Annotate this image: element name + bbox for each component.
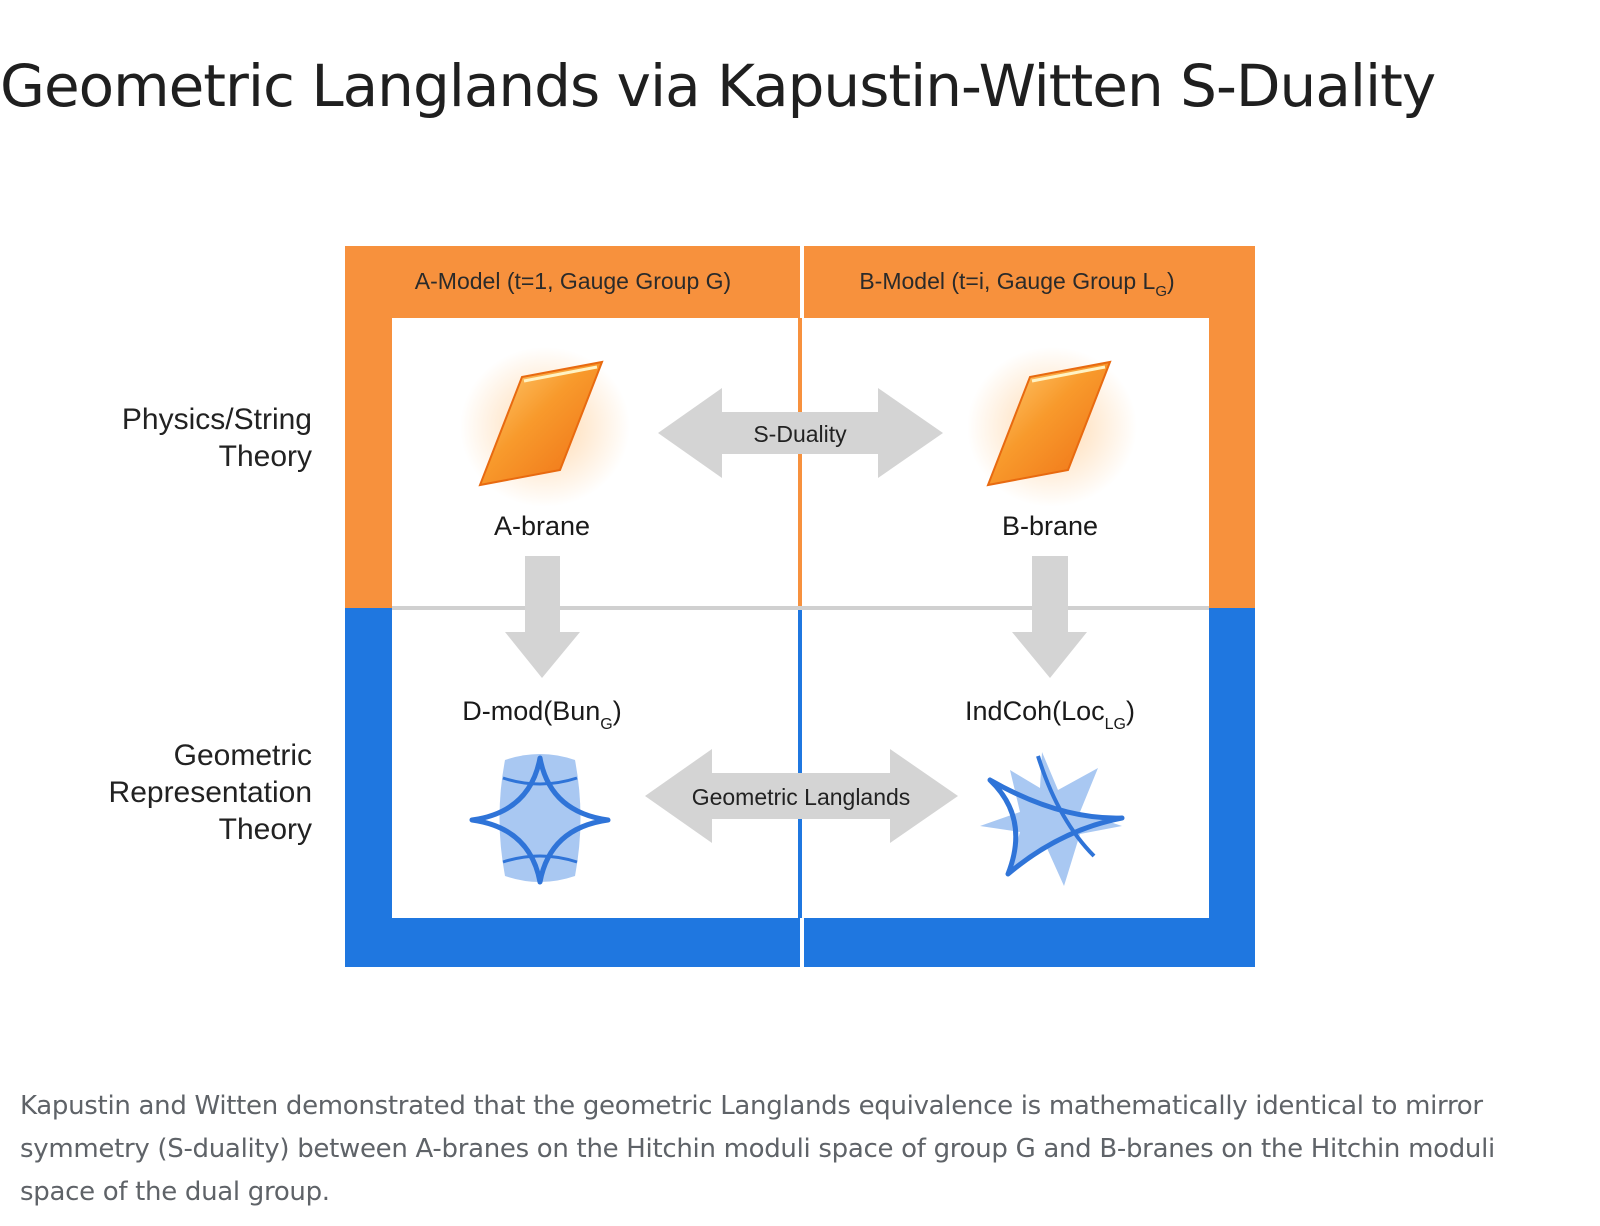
indcoh-label-prefix: IndCoh(Loc	[965, 696, 1105, 726]
panel-b-bottom	[802, 608, 1209, 918]
page-title: Geometric Langlands via Kapustin-Witten …	[0, 52, 1436, 120]
dmod-label-prefix: D-mod(Bun	[462, 696, 600, 726]
indcoh-label-sub: LG	[1105, 716, 1126, 733]
b-brane-label: B-brane	[1002, 511, 1098, 541]
dmod-label-sub: G	[600, 716, 612, 733]
dmod-label-suffix: )	[613, 696, 622, 726]
row-label-geometric: Geometric Representation Theory	[108, 739, 312, 846]
dmod-astroid-icon	[469, 754, 611, 885]
b-model-header: B-Model (t=i, Gauge Group LG)	[859, 268, 1174, 300]
a-down-arrow	[505, 556, 580, 678]
indcoh-label: IndCoh(LocLG)	[965, 696, 1135, 733]
panel-a-bottom	[392, 608, 798, 918]
a-brane-highlight	[523, 365, 598, 383]
b-model-header-suffix: )	[1167, 268, 1175, 294]
b-down-arrow	[1012, 556, 1087, 678]
b-model-header-prefix: B-Model (t=i, Gauge Group L	[859, 268, 1155, 294]
b-model-header-sub: G	[1155, 283, 1167, 300]
a-brane-icon	[478, 360, 604, 487]
caption: Kapustin and Witten demonstrated that th…	[20, 1091, 1495, 1207]
b-brane-highlight	[1031, 365, 1106, 383]
indcoh-label-suffix: )	[1126, 696, 1135, 726]
a-model-header: A-Model (t=1, Gauge Group G)	[415, 268, 731, 294]
geometric-langlands-label: Geometric Langlands	[692, 784, 911, 810]
b-brane-icon	[986, 360, 1112, 487]
a-brane-label: A-brane	[494, 511, 590, 541]
s-duality-arrow	[658, 388, 943, 478]
dmod-label: D-mod(BunG)	[462, 696, 622, 733]
geometric-langlands-arrow	[645, 749, 958, 843]
row-label-physics: Physics/String Theory	[121, 403, 312, 473]
indcoh-star-icon	[980, 752, 1125, 886]
s-duality-label: S-Duality	[753, 421, 847, 447]
